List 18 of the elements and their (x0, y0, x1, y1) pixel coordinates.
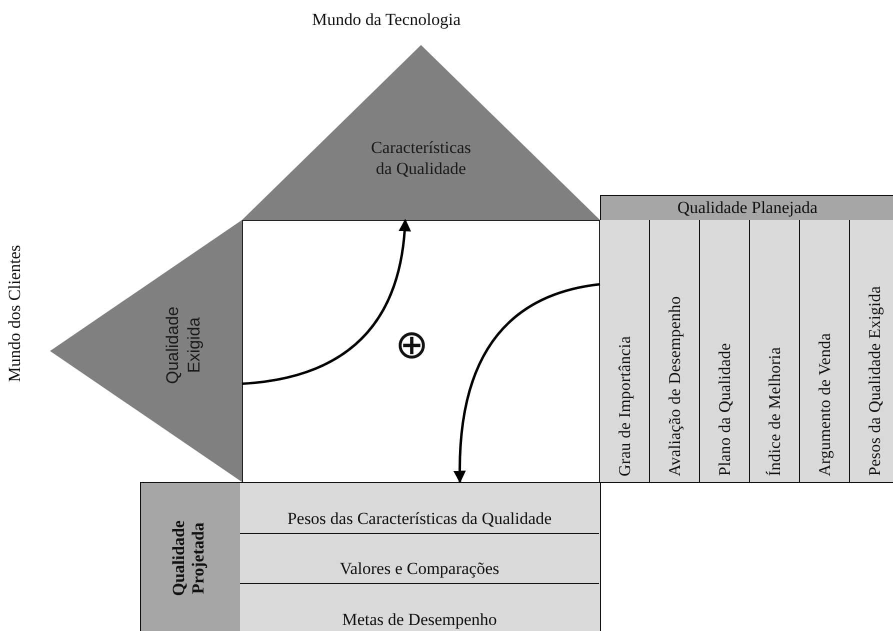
table-header: Qualidade Planejada (601, 196, 893, 221)
table-header: Qualidade Projetada (141, 483, 241, 631)
table-column: Avaliação de Desempenho (650, 220, 700, 482)
axis-caption: Mundo dos Clientes (5, 245, 25, 382)
table-row: Pesos das Características da Qualidade (240, 483, 599, 534)
designed-quality-table (140, 482, 601, 631)
curved-arrow (454, 283, 600, 484)
triangle-label: Características da Qualidade (370, 137, 472, 180)
table-row: Valores e Comparações (240, 534, 599, 584)
axis-caption: Mundo da Tecnologia (312, 10, 461, 30)
matrix-symbol: ⊕ (395, 325, 429, 365)
planned-quality-table (600, 195, 893, 483)
triangle-label: Qualidade Exigida (162, 305, 204, 386)
curved-arrow (242, 218, 411, 385)
table-column: Argumento de Venda (800, 220, 850, 482)
table-column: Índice de Melhoria (750, 220, 800, 482)
table-column: Plano da Qualidade (700, 220, 750, 482)
table-column: Grau de Importância (600, 220, 650, 482)
